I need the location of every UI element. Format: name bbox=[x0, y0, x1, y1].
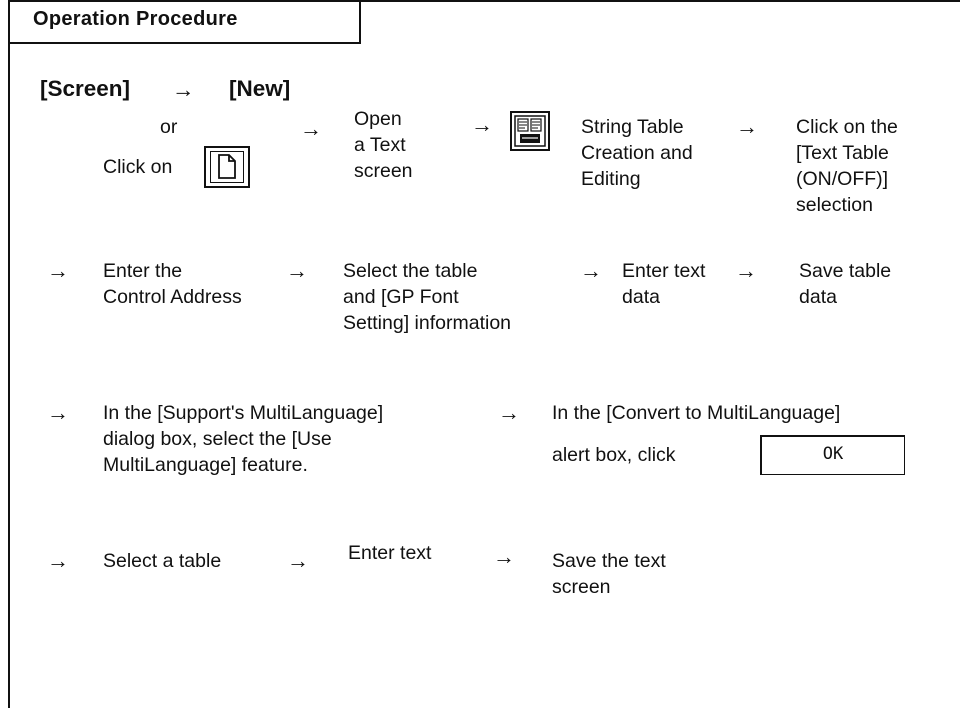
arrow-icon: → bbox=[580, 258, 602, 283]
open-line-1: Open bbox=[354, 108, 402, 130]
string-line-2: Creation and bbox=[581, 142, 693, 164]
ok-button[interactable]: OK bbox=[760, 435, 905, 475]
new-document-icon[interactable] bbox=[204, 146, 250, 188]
click-line-1: Click on the bbox=[796, 116, 898, 138]
enter-text-label: Enter text bbox=[348, 542, 432, 564]
open-line-3: screen bbox=[354, 160, 413, 182]
arrow-icon: → bbox=[47, 400, 69, 425]
arrow-icon: → bbox=[172, 77, 195, 102]
convert-line-2: alert box, click bbox=[552, 444, 676, 466]
string-table-icon[interactable] bbox=[510, 111, 550, 151]
save-text-line-1: Save the text bbox=[552, 550, 666, 572]
support-line-3: MultiLanguage] feature. bbox=[103, 454, 308, 476]
click-line-2: [Text Table bbox=[796, 142, 889, 164]
procedure-frame bbox=[8, 0, 960, 708]
arrow-icon: → bbox=[471, 112, 493, 137]
support-line-1: In the [Support's MultiLanguage] bbox=[103, 402, 384, 424]
click-line-4: selection bbox=[796, 194, 873, 216]
header-tab bbox=[8, 0, 361, 44]
click-line-3: (ON/OFF)] bbox=[796, 168, 889, 190]
arrow-icon: → bbox=[735, 258, 757, 283]
entertext-line-2: data bbox=[622, 286, 660, 308]
menu-screen: [Screen] bbox=[40, 76, 131, 101]
or-label: or bbox=[160, 116, 178, 138]
arrow-icon: → bbox=[47, 258, 69, 283]
select-line-2: and [GP Font bbox=[343, 286, 459, 308]
new-document-icon-inner bbox=[210, 151, 244, 183]
string-line-3: Editing bbox=[581, 168, 641, 190]
save-line-1: Save table bbox=[799, 260, 892, 282]
page-title: Operation Procedure bbox=[33, 8, 238, 30]
save-line-2: data bbox=[799, 286, 837, 308]
page-glyph-icon bbox=[218, 154, 236, 179]
menu-new: [New] bbox=[229, 76, 291, 101]
arrow-icon: → bbox=[736, 114, 758, 139]
select-line-1: Select the table bbox=[343, 260, 478, 282]
arrow-icon: → bbox=[287, 548, 309, 573]
support-line-2: dialog box, select the [Use bbox=[103, 428, 332, 450]
convert-line-1: In the [Convert to MultiLanguage] bbox=[552, 402, 841, 424]
save-text-line-2: screen bbox=[552, 576, 611, 598]
select-line-3: Setting] information bbox=[343, 312, 512, 334]
entertext-line-1: Enter text bbox=[622, 260, 706, 282]
arrow-icon: → bbox=[493, 544, 515, 569]
arrow-icon: → bbox=[498, 400, 520, 425]
string-line-1: String Table bbox=[581, 116, 684, 138]
open-line-2: a Text bbox=[354, 134, 406, 156]
arrow-icon: → bbox=[286, 258, 308, 283]
click-on-label: Click on bbox=[103, 156, 173, 178]
arrow-icon: → bbox=[300, 116, 322, 141]
select-table-label: Select a table bbox=[103, 550, 222, 572]
enter-line-1: Enter the bbox=[103, 260, 183, 282]
enter-line-2: Control Address bbox=[103, 286, 242, 308]
arrow-icon: → bbox=[47, 548, 69, 573]
